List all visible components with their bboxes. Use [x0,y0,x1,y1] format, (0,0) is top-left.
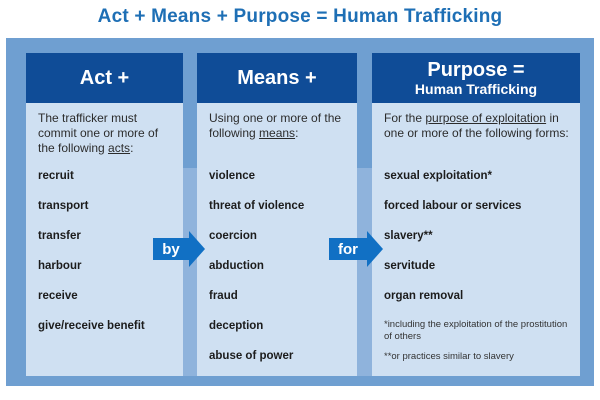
purpose-intro-keyword: purpose of exploitation [425,111,547,125]
act-column: Act + The trafficker must commit one or … [26,53,183,376]
for-arrow-tip [367,231,383,267]
act-intro: The trafficker must commit one or more o… [38,111,175,156]
means-item: coercion [209,230,257,242]
act-header-label: Act + [79,67,130,89]
purpose-header-label: Purpose = [427,59,525,81]
means-item: threat of violence [209,200,305,212]
act-item: harbour [38,260,82,272]
means-item: abduction [209,260,264,272]
purpose-intro-end: in one or more of the following forms: [384,111,569,140]
act-intro-end: : [130,141,134,155]
means-item: deception [209,320,264,332]
purpose-footnote: **or practices similar to slavery [384,351,514,362]
means-header-label: Means + [237,67,317,89]
by-arrow: by [153,231,205,267]
for-arrow-label: for [329,238,367,260]
purpose-column: Purpose = Human Trafficking For the purp… [372,53,580,376]
connector-strip-1 [183,168,197,376]
means-item: abuse of power [209,350,294,362]
means-intro: Using one or more of the following means… [209,111,349,141]
purpose-header: Purpose = Human Trafficking [372,53,580,103]
means-intro-text: Using one or more of the following [209,111,342,140]
purpose-item: organ removal [384,290,464,302]
purpose-item: slavery** [384,230,433,242]
act-item: receive [38,290,78,302]
act-item: transport [38,200,89,212]
act-item: recruit [38,170,74,182]
means-item: violence [209,170,256,182]
means-intro-end: : [295,126,299,140]
purpose-item: servitude [384,260,436,272]
purpose-header-sublabel: Human Trafficking [414,81,538,97]
purpose-item: sexual exploitation* [384,170,493,182]
means-column: Means + Using one or more of the followi… [197,53,357,376]
act-item: give/receive benefit [38,320,145,332]
act-intro-keyword: acts [108,141,131,155]
connector-strip-2 [357,168,372,376]
for-arrow: for [329,231,383,267]
means-header: Means + [197,53,357,103]
means-intro-keyword: means [259,126,296,140]
means-item: fraud [209,290,238,302]
purpose-item: forced labour or services [384,200,522,212]
act-intro-text: The trafficker must commit one or more o… [38,111,159,155]
purpose-footnote: *including the exploitation of the prost… [384,319,568,342]
diagram-title: Act + Means + Purpose = Human Traffickin… [97,6,503,27]
act-item: transfer [38,230,81,242]
purpose-intro: For the purpose of exploitation in one o… [384,111,572,141]
by-arrow-label: by [153,238,189,260]
act-header: Act + [26,53,183,103]
purpose-intro-text: For the [384,111,426,125]
by-arrow-tip [189,231,205,267]
